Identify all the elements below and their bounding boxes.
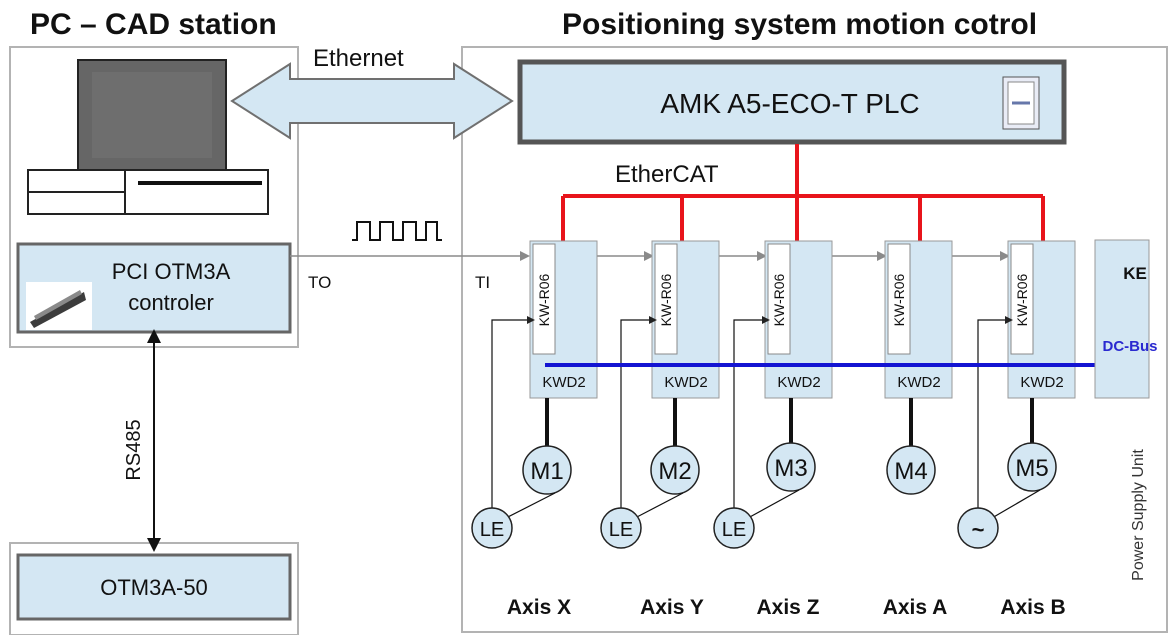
encoder-feedback-line [977,316,1013,508]
ti-label: TI [475,273,490,292]
motor-label: M1 [530,458,563,485]
motor-circle [766,442,816,492]
kwd2-label: KWD2 [542,374,585,391]
plc-module-icon [1002,76,1040,130]
encoder-label: LE [722,519,746,541]
motor-circle [1007,442,1057,492]
encoder-label: LE [609,519,633,541]
computer-icon [27,59,269,215]
kwd2-label: KWD2 [664,374,707,391]
kwd2-label: KWD2 [1020,374,1063,391]
motor-circle [522,445,572,495]
encoder-feedback-line [733,316,770,508]
ethernet-arrow [230,62,514,140]
kw-r06-label: KW-R06 [536,273,552,326]
to-label: TO [308,273,331,292]
kw-r06-module [887,243,911,355]
otm3a-box [16,553,292,621]
kwd2-label: KWD2 [777,374,820,391]
encoder-feedback-line [491,316,535,508]
encoder-coupling [634,492,684,519]
plc-label: AMK A5-ECO-T PLC [660,88,919,119]
ethercat-label: EtherCAT [615,161,719,188]
axis-label: Axis A [883,596,948,619]
encoder-circle [957,507,999,549]
kw-r06-label: KW-R06 [658,273,674,326]
motor-label: M3 [774,455,807,482]
ke-power-supply-box [1094,239,1150,399]
left-title: PC – CAD station [30,8,277,41]
encoder-coupling [505,492,556,519]
encoder-label: LE [480,519,504,541]
dc-bus-label: DC-Bus [1103,338,1158,355]
motor-circle [650,445,700,495]
kw-r06-module [654,243,678,355]
kw-r06-label: KW-R06 [771,273,787,326]
rs485-label: RS485 [123,419,145,480]
right-title: Positioning system motion cotrol [562,8,1037,41]
encoder-circle [713,507,755,549]
kw-r06-label: KW-R06 [891,273,907,326]
kw-r06-module [532,243,556,355]
pci-card-icon [26,282,92,330]
ethercat-bus [561,144,1045,241]
motor-label: M5 [1015,455,1048,482]
plc-box [517,59,1067,145]
pci-line1: PCI OTM3A [112,259,231,284]
motor-label: M2 [658,458,691,485]
ethernet-label: Ethernet [313,45,404,72]
axis-label: Axis X [507,596,571,619]
kw-r06-label: KW-R06 [1014,273,1030,326]
kw-r06-module [1010,243,1034,355]
encoder-circle [600,507,642,549]
pci-line2: controler [128,290,214,315]
kw-r06-module [767,243,791,355]
encoder-coupling [747,489,800,519]
motor-circle [886,445,936,495]
encoder-label: ~ [972,517,985,542]
pulse-signal-icon [352,221,442,241]
ke-label: KE [1123,264,1147,283]
encoder-coupling [991,489,1041,519]
axis-label: Axis B [1000,596,1065,619]
kwd2-label: KWD2 [897,374,940,391]
otm3a-label: OTM3A-50 [100,575,208,600]
encoder-feedback-line [620,316,657,508]
encoder-circle [471,507,513,549]
axis-label: Axis Y [640,596,704,619]
axis-label: Axis Z [756,596,819,619]
power-supply-unit-label: Power Supply Unit [1130,449,1147,581]
motor-label: M4 [894,458,927,485]
